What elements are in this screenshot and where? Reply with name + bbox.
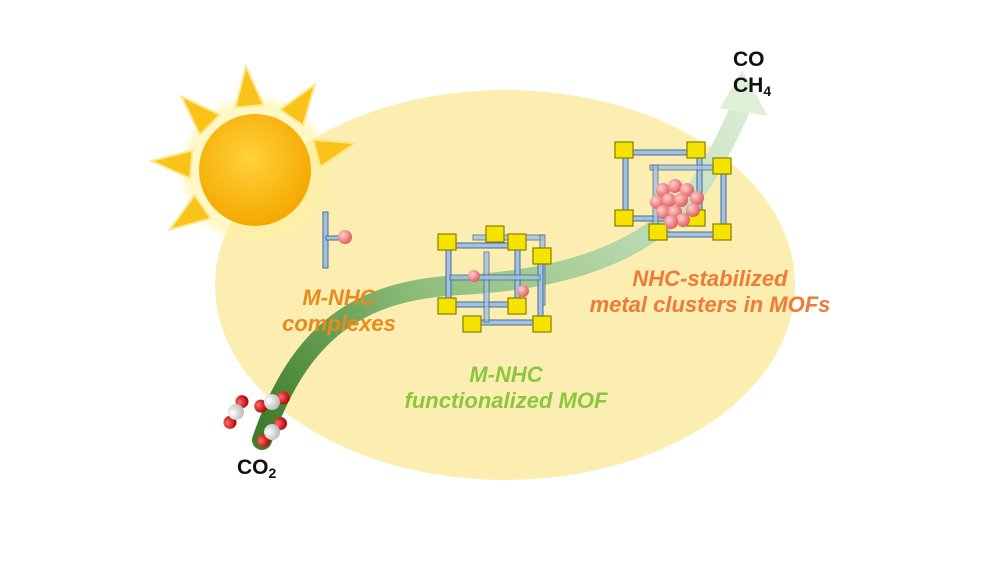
mof-framework-icon (437, 225, 552, 333)
functionalized-mof-line-1: M-NHC (469, 362, 543, 387)
functionalized-mof-label: M-NHC functionalized MOF (396, 362, 616, 414)
m-nhc-complexes-line-1: M-NHC (302, 285, 376, 310)
sun-icon (148, 63, 359, 242)
m-nhc-complex-icon (322, 211, 352, 269)
metal-clusters-label: NHC-stabilized metal clusters in MOFs (575, 266, 845, 318)
product-co-formula: CO (733, 48, 765, 71)
functionalized-mof-line-2: functionalized MOF (404, 388, 608, 413)
cluster-mof-icon (614, 141, 732, 241)
metal-clusters-line-1: NHC-stabilized (632, 266, 788, 291)
co2-molecule-icon (223, 391, 290, 447)
reactant-subscript: 2 (268, 465, 277, 481)
product-ch4-label: CH4 (733, 74, 771, 98)
product-ch4-formula: CH (733, 74, 764, 97)
product-co-label: CO (733, 48, 765, 72)
m-nhc-complexes-line-2: complexes (282, 311, 396, 336)
reactant-co2-label: CO2 (237, 456, 276, 480)
m-nhc-complexes-label: M-NHC complexes (264, 285, 414, 337)
product-ch4-subscript: 4 (763, 83, 772, 99)
reactant-formula: CO (237, 456, 269, 479)
metal-cluster (650, 179, 704, 229)
metal-clusters-line-2: metal clusters in MOFs (589, 292, 831, 317)
